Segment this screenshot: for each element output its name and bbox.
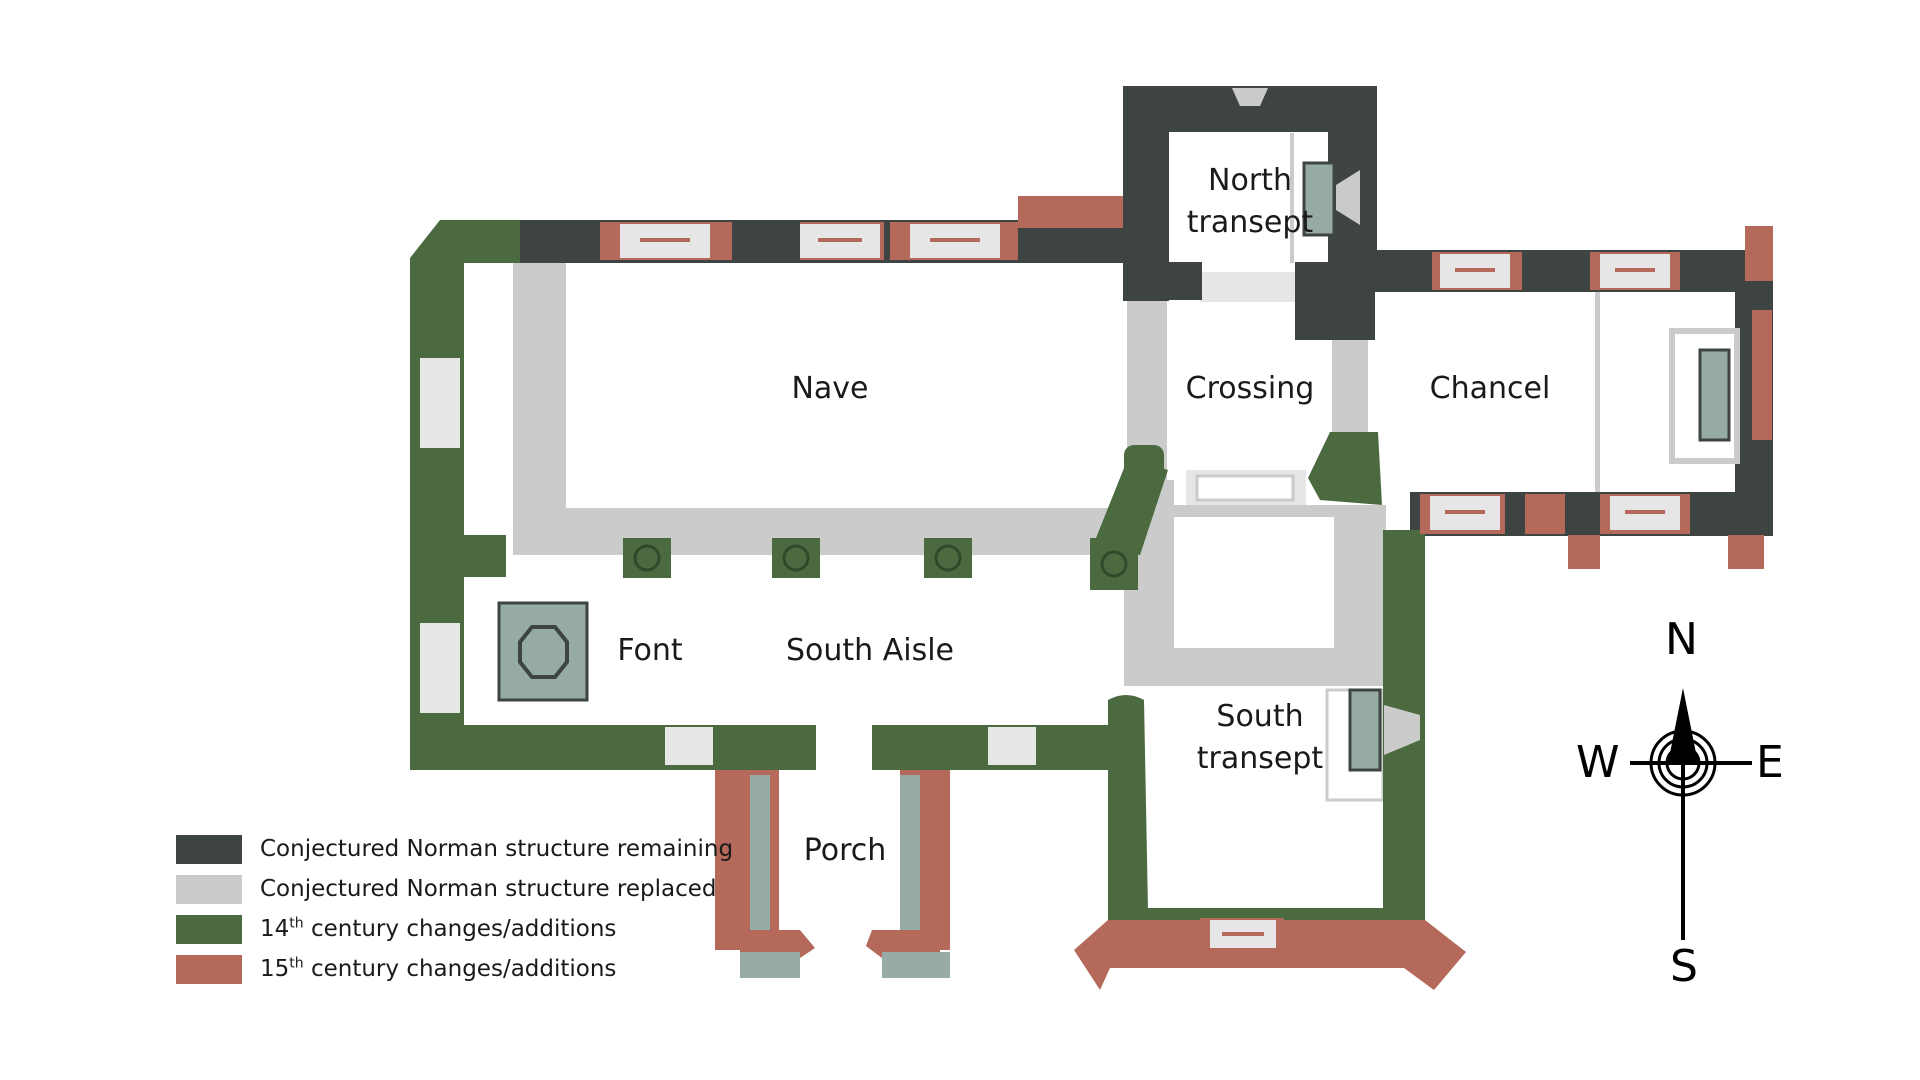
compass-south: S	[1670, 941, 1698, 992]
compass-west: W	[1576, 737, 1620, 788]
nave-label: Nave	[791, 371, 869, 406]
legend-swatch	[176, 954, 242, 984]
legend-item-15th-century: 15th century changes/additions	[176, 949, 733, 989]
font-label: Font	[617, 633, 683, 668]
compass-east: E	[1756, 737, 1784, 788]
legend-label: 14th century changes/additions	[260, 915, 617, 942]
legend-swatch	[176, 914, 242, 944]
window-details	[420, 88, 1740, 978]
compass-rose	[1630, 688, 1752, 940]
north-transept-label: North transept	[1186, 163, 1314, 240]
porch-label: Porch	[803, 833, 887, 868]
legend-label: Conjectured Norman structure remaining	[260, 836, 734, 862]
legend-item-norman-replaced: Conjectured Norman structure replaced	[176, 869, 733, 909]
crossing-label: Crossing	[1185, 371, 1315, 406]
legend-item-norman-remaining: Conjectured Norman structure remaining	[176, 829, 733, 869]
south-aisle-label: South Aisle	[785, 633, 954, 668]
compass-north: N	[1665, 614, 1698, 665]
legend-label: 15th century changes/additions	[260, 955, 617, 982]
legend-item-14th-century: 14th century changes/additions	[176, 909, 733, 949]
south-transept-label: South transept	[1196, 699, 1324, 776]
legend-label: Conjectured Norman structure replaced	[260, 876, 717, 902]
legend-swatch	[176, 874, 242, 904]
chancel-label: Chancel	[1429, 371, 1551, 406]
font-basin	[497, 601, 589, 702]
legend: Conjectured Norman structure remaining C…	[176, 829, 733, 989]
legend-swatch	[176, 834, 242, 864]
